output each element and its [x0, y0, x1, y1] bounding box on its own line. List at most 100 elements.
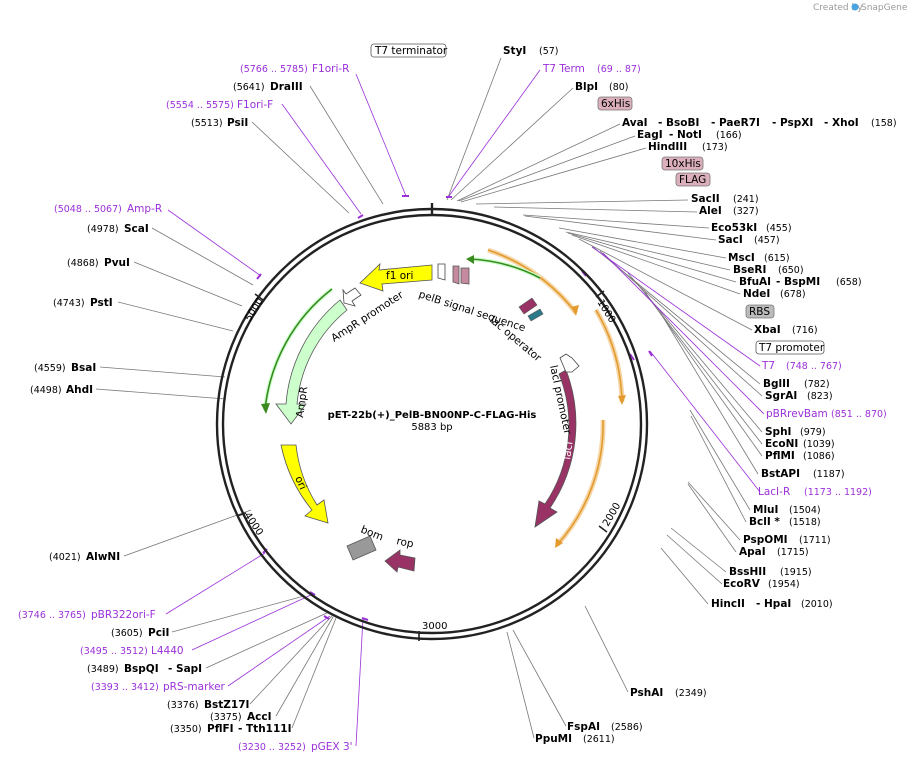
orange-arc-1-head — [571, 305, 579, 316]
enzyme-ppumi[interactable]: PpuMI — [535, 733, 572, 745]
enzyme-fspai[interactable]: FspAI — [567, 721, 600, 733]
enzyme-pflmi[interactable]: PflMI — [765, 450, 795, 462]
watermark-prefix: Created by — [813, 3, 863, 13]
enzyme-alei[interactable]: AleI — [699, 205, 722, 217]
enzyme-fspai-pos: (2586) — [611, 722, 643, 733]
primer-laci-r[interactable]: LacI-R — [758, 486, 790, 498]
primer-amp-r[interactable]: Amp-R — [127, 203, 162, 215]
enzyme-xbai[interactable]: XbaI — [754, 324, 781, 336]
enzyme-ndei[interactable]: NdeI — [743, 288, 770, 300]
enzyme-sgrai[interactable]: SgrAI — [765, 390, 797, 402]
enzyme-sapi[interactable]: - SapI — [168, 663, 202, 675]
t7-marker — [437, 263, 446, 281]
enzyme-paer7i[interactable]: - PaeR7I — [711, 117, 760, 129]
enzyme-bstapi[interactable]: BstAPI — [761, 468, 800, 480]
enzyme-econi-pos: (1039) — [803, 439, 835, 450]
primer-pbrrevbam[interactable]: pBRrevBam — [766, 408, 828, 420]
enzyme-pflfi-pos: (3350) — [170, 724, 202, 735]
enzyme-avai[interactable]: AvaI — [622, 117, 648, 129]
primer-t7[interactable]: T7 — [761, 360, 775, 372]
enzyme-ppumi-pos: (2611) — [583, 734, 615, 745]
his-marker — [452, 265, 460, 285]
enzyme-ecorv-pos: (1954) — [768, 579, 800, 590]
bom-feature[interactable] — [346, 535, 377, 561]
primer-f1ori-r[interactable]: F1ori-R — [312, 63, 349, 75]
ampr-feature[interactable] — [275, 299, 348, 425]
enzyme-eagi[interactable]: EagI — [637, 129, 663, 141]
enzyme-hincii[interactable]: HincII — [711, 598, 745, 610]
enzyme-bglii[interactable]: BglII — [763, 378, 790, 390]
primer-pbr322ori-f[interactable]: pBR322ori-F — [91, 609, 156, 621]
enzyme-pshai-pos: (2349) — [675, 688, 707, 699]
enzyme-bspmi[interactable]: - BspMI — [776, 276, 820, 288]
enzyme-hindiii[interactable]: HindIII — [648, 141, 687, 153]
enzyme-psti[interactable]: PstI — [90, 297, 113, 309]
enzyme-scai[interactable]: ScaI — [124, 223, 149, 235]
rbs-marker[interactable] — [527, 308, 544, 322]
enzyme-pflfi[interactable]: PflFI — [207, 723, 234, 735]
enzyme-saci[interactable]: SacI — [718, 234, 743, 246]
enzyme-bsai-pos: (4559) — [34, 363, 66, 374]
enzyme-mlui[interactable]: MluI — [753, 504, 778, 516]
ori-feature[interactable] — [280, 444, 329, 524]
tick-1000-mark — [595, 290, 605, 298]
enzyme-ecorv[interactable]: EcoRV — [723, 578, 761, 590]
enzyme-sacii[interactable]: SacII — [691, 193, 720, 205]
enzyme-psii[interactable]: PsiI — [227, 117, 248, 129]
enzyme-psti-pos: (4743) — [53, 298, 85, 309]
enzyme-bstapi-pos: (1187) — [813, 469, 845, 480]
f1-ori-feature[interactable] — [359, 262, 433, 292]
enzyme-acci[interactable]: AccI — [247, 711, 271, 723]
enzyme-pspxi[interactable]: - PspXI — [772, 117, 813, 129]
lac-operator-marker[interactable] — [518, 297, 538, 315]
primer-l4440[interactable]: L4440 — [151, 645, 184, 657]
enzyme-msci[interactable]: MscI — [728, 252, 755, 264]
primer-pgex3-range: (3230 .. 3252) — [238, 742, 306, 753]
primer-pgex3[interactable]: pGEX 3' — [311, 741, 353, 753]
orange-arc-3-head — [555, 538, 563, 548]
enzyme-alwni[interactable]: AlwNI — [86, 551, 120, 563]
enzyme-apai[interactable]: ApaI — [739, 546, 766, 558]
enzyme-bsobi[interactable]: - BsoBI — [658, 117, 699, 129]
enzyme-noti[interactable]: - NotI — [669, 129, 702, 141]
primer-f1ori-r-range: (5766 .. 5785) — [240, 64, 308, 75]
ampr-promoter-feature[interactable] — [342, 287, 362, 307]
enzyme-sphi[interactable]: SphI — [765, 426, 791, 438]
enzyme-pspomi[interactable]: PspOMI — [743, 534, 788, 546]
primer-laci-r-range: (1173 .. 1192) — [804, 487, 872, 498]
enzyme-pcii[interactable]: PciI — [148, 627, 169, 639]
enzyme-hpai[interactable]: - HpaI — [756, 598, 791, 610]
enzyme-tth111i[interactable]: - Tth111I — [238, 723, 292, 735]
enzyme-saci-pos: (457) — [754, 235, 780, 246]
enzyme-xhoi[interactable]: - XhoI — [824, 117, 859, 129]
primer-t7-term[interactable]: T7 Term — [542, 63, 585, 75]
enzyme-econi[interactable]: EcoNI — [765, 438, 798, 450]
laci-label: lacI — [561, 441, 575, 461]
enzyme-bseri[interactable]: BseRI — [733, 264, 766, 276]
orange-arc-2 — [595, 309, 623, 403]
enzyme-pvui-pos: (4868) — [67, 258, 99, 269]
enzyme-eco53ki[interactable]: Eco53kI — [711, 222, 757, 234]
enzyme-bstz17i[interactable]: BstZ17I — [204, 699, 249, 711]
primer-prs-marker[interactable]: pRS-marker — [163, 681, 226, 693]
enzyme-bfuai-pos: (658) — [836, 277, 862, 288]
enzyme-blpi[interactable]: BlpI — [575, 81, 598, 93]
enzyme-bsai[interactable]: BsaI — [71, 362, 96, 374]
enzyme-ahdi[interactable]: AhdI — [66, 384, 93, 396]
enzyme-bspqi[interactable]: BspQI — [124, 663, 159, 675]
enzyme-draiii[interactable]: DraIII — [270, 81, 303, 93]
rop-feature[interactable] — [384, 549, 416, 573]
primer-f1ori-f[interactable]: F1ori-F — [237, 99, 273, 111]
laci-feature[interactable] — [534, 369, 577, 528]
enzyme-bsshii[interactable]: BssHII — [729, 566, 766, 578]
laci-promoter-feature[interactable] — [559, 353, 580, 373]
rop-label: rop — [395, 535, 415, 550]
enzyme-styi[interactable]: StyI — [503, 45, 526, 57]
enzyme-pvui[interactable]: PvuI — [104, 257, 130, 269]
enzyme-bcli[interactable]: BclI * — [749, 516, 780, 528]
enzyme-bfuai[interactable]: BfuAI — [739, 276, 771, 288]
enzyme-pshai[interactable]: PshAI — [630, 687, 663, 699]
t7-promoter-label: T7 promoter — [758, 342, 825, 354]
flag-label: FLAG — [679, 174, 706, 186]
